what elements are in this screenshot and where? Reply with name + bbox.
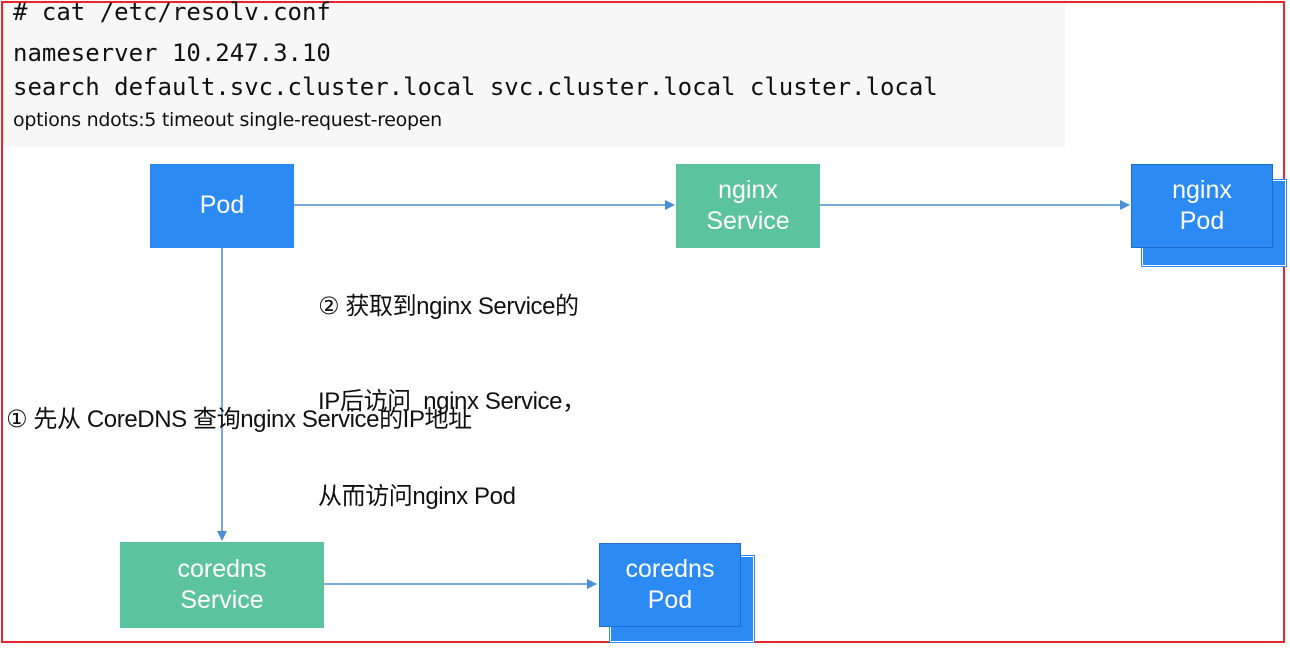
coredns-pod-label-line2: Pod [647,586,693,614]
nginx-service-node: nginx Service [676,164,820,248]
resolv-conf-code-block: # cat /etc/resolv.conf nameserver 10.247… [3,0,1065,147]
code-line-nameserver: nameserver 10.247.3.10 [13,39,331,67]
code-line-search: search default.svc.cluster.local svc.clu… [13,73,938,101]
pod-node-label: Pod [199,191,245,220]
nginx-service-label-line1: nginx [718,175,778,204]
coredns-service-label-line1: coredns [177,554,267,583]
coredns-service-label-line2: Service [180,586,264,614]
step2-line1: ② 获取到nginx Service的 [318,293,579,321]
step1-annotation: ① 先从 CoreDNS 查询nginx Service的IP地址 [6,406,472,433]
pod-node: Pod [150,164,294,248]
coredns-pod-label-line1: coredns [625,554,715,583]
coredns-pod-node: coredns Pod [599,543,741,627]
nginx-pod-node: nginx Pod [1131,164,1273,248]
nginx-pod-label-line2: Pod [1179,207,1225,235]
step2-annotation: ② 获取到nginx Service的 IP后访问 nginx Service，… [318,228,586,545]
code-line-options: options ndots:5 timeout single-request-r… [13,109,442,131]
step2-line2: IP后访问 nginx Service， [318,388,586,416]
nginx-service-label-line2: Service [706,207,790,235]
coredns-service-node: coredns Service [120,542,324,628]
nginx-pod-label-line1: nginx [1172,175,1232,204]
code-line-command: # cat /etc/resolv.conf [13,0,331,26]
step2-line3: 从而访问nginx Pod [318,483,516,511]
